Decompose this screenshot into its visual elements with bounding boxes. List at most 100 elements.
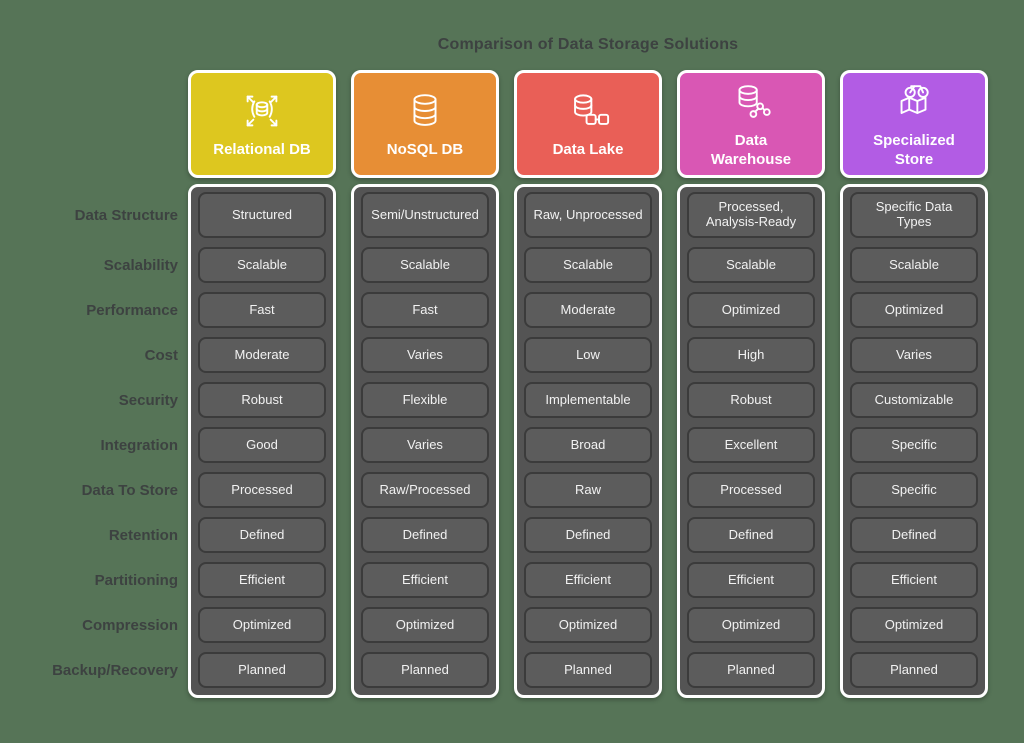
value-cell: Optimized — [198, 607, 326, 643]
value-cell: Varies — [850, 337, 978, 373]
value-cell-text: Varies — [896, 346, 932, 362]
value-cell: Processed — [687, 472, 815, 508]
value-cell: High — [687, 337, 815, 373]
value-cell-text: Moderate — [234, 346, 290, 362]
value-cell: Robust — [687, 382, 815, 418]
value-cell: Planned — [524, 652, 652, 688]
value-cell-text: Implementable — [545, 391, 631, 407]
value-cell-text: Specific — [891, 436, 937, 452]
value-cell-text: Optimized — [558, 616, 618, 632]
column-title: Data Warehouse — [710, 131, 792, 168]
solution-column: NoSQL DB Semi/Unstructured Scalable Fast… — [351, 70, 499, 698]
scaling-database-icon — [239, 88, 285, 134]
value-cell: Excellent — [687, 427, 815, 463]
value-cell-text: Optimized — [721, 301, 781, 317]
value-cell: Implementable — [524, 382, 652, 418]
value-cell-text: Efficient — [238, 571, 285, 587]
column-title: Specialized Store — [873, 131, 955, 168]
value-cell-text: Planned — [564, 661, 612, 677]
value-cell: Efficient — [687, 562, 815, 598]
value-cell-text: Varies — [407, 346, 443, 362]
value-cell: Defined — [687, 517, 815, 553]
value-cell: Scalable — [198, 247, 326, 283]
value-cell: Raw/Processed — [361, 472, 489, 508]
value-cell-text: Defined — [239, 526, 285, 542]
value-cell-text: Processed — [231, 481, 293, 497]
value-cell: Fast — [198, 292, 326, 328]
value-cell-text: Raw, Unprocessed — [533, 206, 643, 222]
map-bicycle-icon — [891, 79, 937, 125]
value-cell: Fast — [361, 292, 489, 328]
value-cell: Good — [198, 427, 326, 463]
value-cell-text: Efficient — [727, 571, 774, 587]
column-header: Data Warehouse — [677, 70, 825, 178]
value-cell-text: Optimized — [721, 616, 781, 632]
value-cell: Low — [524, 337, 652, 373]
value-cell-text: Fast — [412, 301, 438, 317]
value-cell-text: Scalable — [889, 256, 939, 272]
database-icon — [402, 88, 448, 134]
value-cell-text: Semi/Unstructured — [371, 206, 479, 222]
row-label: Security — [118, 391, 178, 409]
value-cell: Specific Data Types — [850, 192, 978, 238]
value-cell-text: Raw/Processed — [379, 481, 471, 497]
row-label: Integration — [100, 436, 179, 454]
value-cell-text: Defined — [565, 526, 611, 542]
value-cell: Moderate — [198, 337, 326, 373]
value-cell: Optimized — [850, 292, 978, 328]
value-cell: Defined — [198, 517, 326, 553]
value-cell: Efficient — [850, 562, 978, 598]
value-cell-text: Robust — [730, 391, 772, 407]
value-cell-text: Optimized — [884, 616, 944, 632]
row-label: Data To Store — [81, 481, 178, 499]
value-cell: Optimized — [850, 607, 978, 643]
value-cell: Scalable — [850, 247, 978, 283]
row-label: Performance — [86, 301, 178, 319]
value-cell-text: Defined — [728, 526, 774, 542]
value-cell-text: Efficient — [890, 571, 937, 587]
value-cell: Broad — [524, 427, 652, 463]
value-cell: Semi/Unstructured — [361, 192, 489, 238]
value-cell-text: Planned — [727, 661, 775, 677]
value-cell: Planned — [361, 652, 489, 688]
value-cell: Scalable — [524, 247, 652, 283]
column-title: Data Lake — [552, 141, 624, 159]
value-cell: Varies — [361, 337, 489, 373]
value-cell: Optimized — [687, 607, 815, 643]
row-label: Compression — [82, 616, 178, 634]
value-cell-text: Specific Data Types — [875, 199, 953, 229]
value-cell: Efficient — [198, 562, 326, 598]
value-cell: Structured — [198, 192, 326, 238]
page-title: Comparison of Data Storage Solutions — [437, 36, 739, 53]
value-cell-text: Defined — [402, 526, 448, 542]
column-body: Semi/Unstructured Scalable Fast Varies F… — [351, 184, 499, 698]
value-cell: Optimized — [524, 607, 652, 643]
column-body: Specific Data Types Scalable Optimized V… — [840, 184, 988, 698]
value-cell-text: Optimized — [232, 616, 292, 632]
value-cell: Efficient — [524, 562, 652, 598]
row-label: Backup/Recovery — [52, 661, 178, 679]
value-cell: Scalable — [361, 247, 489, 283]
solution-column: Specialized Store Specific Data Types Sc… — [840, 70, 988, 698]
database-analytics-icon — [728, 79, 774, 125]
value-cell: Raw — [524, 472, 652, 508]
value-cell-text: High — [737, 346, 765, 362]
column-body: Raw, Unprocessed Scalable Moderate Low I… — [514, 184, 662, 698]
value-cell: Flexible — [361, 382, 489, 418]
value-cell-text: Optimized — [884, 301, 944, 317]
value-cell: Raw, Unprocessed — [524, 192, 652, 238]
solution-column: Data Warehouse Processed, Analysis-Ready… — [677, 70, 825, 698]
value-cell-text: Defined — [891, 526, 937, 542]
value-cell: Defined — [524, 517, 652, 553]
value-cell: Defined — [361, 517, 489, 553]
value-cell: Specific — [850, 427, 978, 463]
value-cell-text: Varies — [407, 436, 443, 452]
column-title: NoSQL DB — [386, 141, 464, 159]
row-label: Cost — [144, 346, 178, 364]
value-cell: Specific — [850, 472, 978, 508]
column-header: Specialized Store — [840, 70, 988, 178]
value-cell-text: Scalable — [726, 256, 776, 272]
value-cell-text: Excellent — [724, 436, 778, 452]
